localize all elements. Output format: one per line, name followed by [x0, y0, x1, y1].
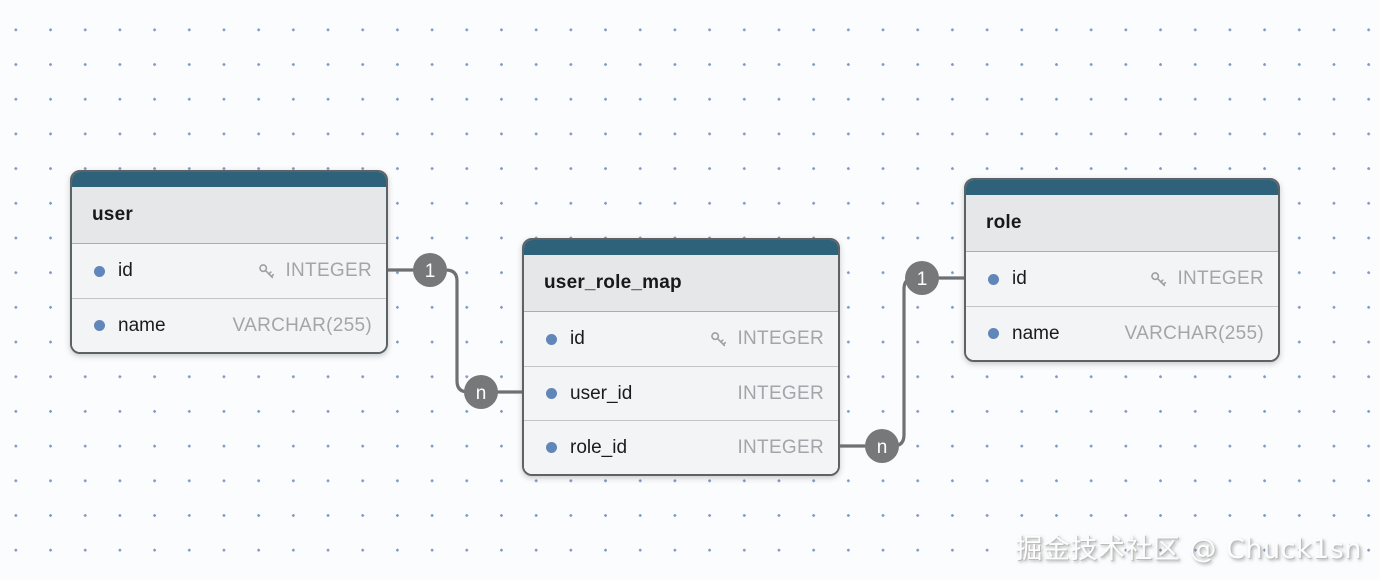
table-title: user [92, 204, 133, 225]
key-icon [1149, 270, 1168, 289]
field-type: INTEGER [737, 328, 824, 349]
relationship-line[interactable] [840, 276, 964, 448]
dot-icon [988, 273, 999, 285]
cardinality-label: 1 [425, 261, 436, 282]
field-type: INTEGER [285, 260, 372, 281]
table-accent-bar [72, 172, 386, 187]
table-row: name VARCHAR(255) [966, 306, 1278, 360]
cardinality-badge-one [413, 253, 447, 287]
table-row: id INTEGER [966, 252, 1278, 306]
table-row: user_id INTEGER [524, 366, 838, 420]
table-header: user_role_map [524, 255, 838, 312]
dot-icon [94, 265, 105, 277]
dot-icon [546, 388, 557, 399]
table-card-role[interactable]: role id INTEGER [964, 178, 1280, 362]
field-name: name [118, 314, 166, 336]
dot-icon [546, 333, 557, 345]
field-name: id [570, 328, 585, 349]
field-name: role_id [570, 436, 628, 458]
field-type: VARCHAR(255) [1124, 322, 1264, 344]
dot-icon [546, 442, 557, 453]
table-header: role [966, 195, 1278, 252]
cardinality-label: 1 [917, 269, 928, 290]
field-name: id [118, 260, 133, 281]
field-type: INTEGER [737, 382, 824, 404]
table-header: user [72, 187, 386, 244]
field-type: VARCHAR(255) [232, 314, 372, 336]
cardinality-badge-one [905, 261, 939, 295]
field-name: user_id [570, 382, 633, 404]
table-row: id INTEGER [72, 244, 386, 298]
table-row: role_id INTEGER [524, 420, 838, 474]
cardinality-badge-many [464, 375, 498, 409]
cardinality-label: n [877, 437, 888, 458]
table-row: id INTEGER [524, 312, 838, 366]
table-row: name VARCHAR(255) [72, 298, 386, 352]
watermark: 掘金技术社区 @ Chuck1sn [1015, 534, 1362, 565]
field-type: INTEGER [1177, 268, 1264, 289]
table-card-user[interactable]: user id INTEGER [70, 170, 388, 354]
field-type: INTEGER [737, 436, 824, 458]
key-icon [709, 330, 728, 349]
cardinality-badge-many [865, 429, 899, 463]
table-title: role [986, 212, 1022, 233]
relationship-line[interactable] [388, 268, 522, 394]
field-name: name [1012, 322, 1060, 344]
dot-icon [94, 320, 105, 331]
cardinality-label: n [476, 383, 487, 404]
key-icon [257, 262, 276, 281]
relationship-user-to-map[interactable]: 1 n [388, 253, 522, 409]
field-name: id [1012, 268, 1027, 289]
relationship-role-to-map[interactable]: n 1 [840, 261, 964, 463]
table-accent-bar [966, 180, 1278, 195]
table-accent-bar [524, 240, 838, 255]
table-title: user_role_map [544, 272, 682, 293]
table-card-user-role-map[interactable]: user_role_map id INTEGER [522, 238, 840, 476]
dot-icon [988, 328, 999, 339]
